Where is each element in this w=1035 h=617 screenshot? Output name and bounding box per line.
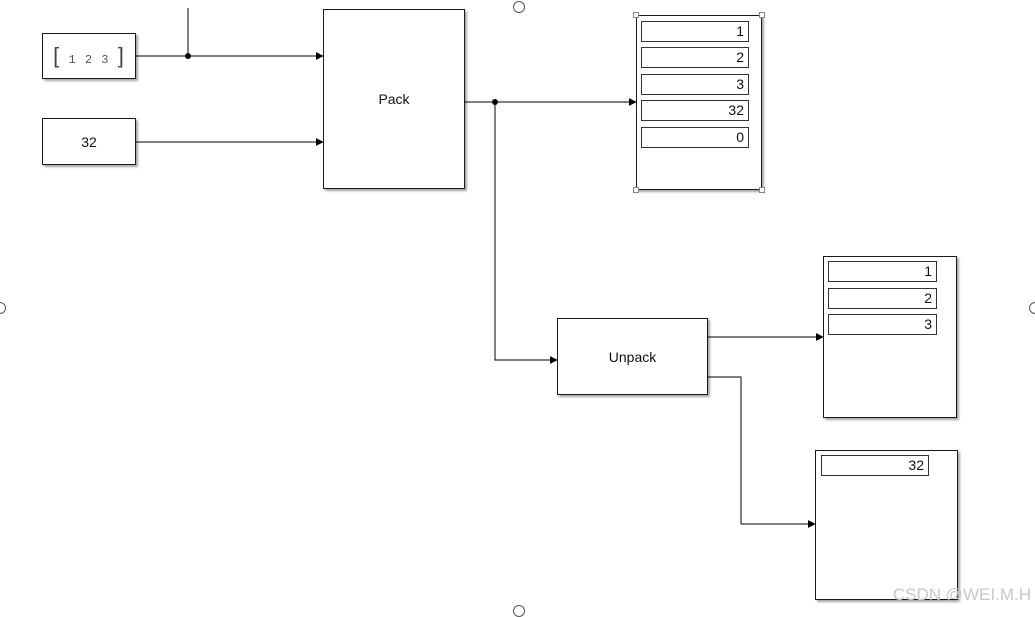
display-value: 2 [828, 288, 937, 309]
scalar-constant-value: 32 [81, 133, 97, 150]
selection-handle[interactable] [759, 187, 765, 193]
display-value: 32 [821, 455, 929, 476]
canvas-resize-handle[interactable] [513, 1, 525, 13]
display-value: 1 [641, 21, 749, 42]
selection-handle[interactable] [633, 187, 639, 193]
unpack-label: Unpack [608, 348, 657, 365]
selection-handle[interactable] [759, 12, 765, 18]
scalar-constant-block[interactable]: 32 [42, 118, 136, 165]
display-value: 1 [828, 261, 937, 282]
scalar-output-display[interactable]: 32 [815, 450, 958, 600]
vector-output-display[interactable]: 1 2 3 [823, 256, 957, 418]
watermark: CSDN @WEI.M.H [892, 585, 1031, 604]
canvas-resize-handle[interactable] [513, 605, 525, 617]
branch-point [185, 53, 191, 59]
signal-line-unpack-to-scalar-display [708, 376, 816, 528]
display-value: 32 [641, 100, 749, 121]
display-value: 3 [641, 74, 749, 95]
unpack-block[interactable]: Unpack [557, 318, 708, 395]
selection-handle[interactable] [633, 12, 639, 18]
vector-constant-value: [ 1 2 3 ] [53, 43, 125, 68]
canvas-resize-handle[interactable] [1029, 302, 1035, 314]
vector-constant-block[interactable]: [ 1 2 3 ] [42, 33, 136, 79]
display-value: 2 [641, 47, 749, 68]
signal-line-pack-to-unpack [494, 102, 558, 364]
display-value: 3 [828, 314, 937, 335]
pack-block[interactable]: Pack [323, 9, 465, 189]
pack-label: Pack [378, 91, 410, 107]
display-value: 0 [641, 127, 749, 148]
pack-output-display[interactable]: 1 2 3 32 0 [636, 15, 762, 190]
